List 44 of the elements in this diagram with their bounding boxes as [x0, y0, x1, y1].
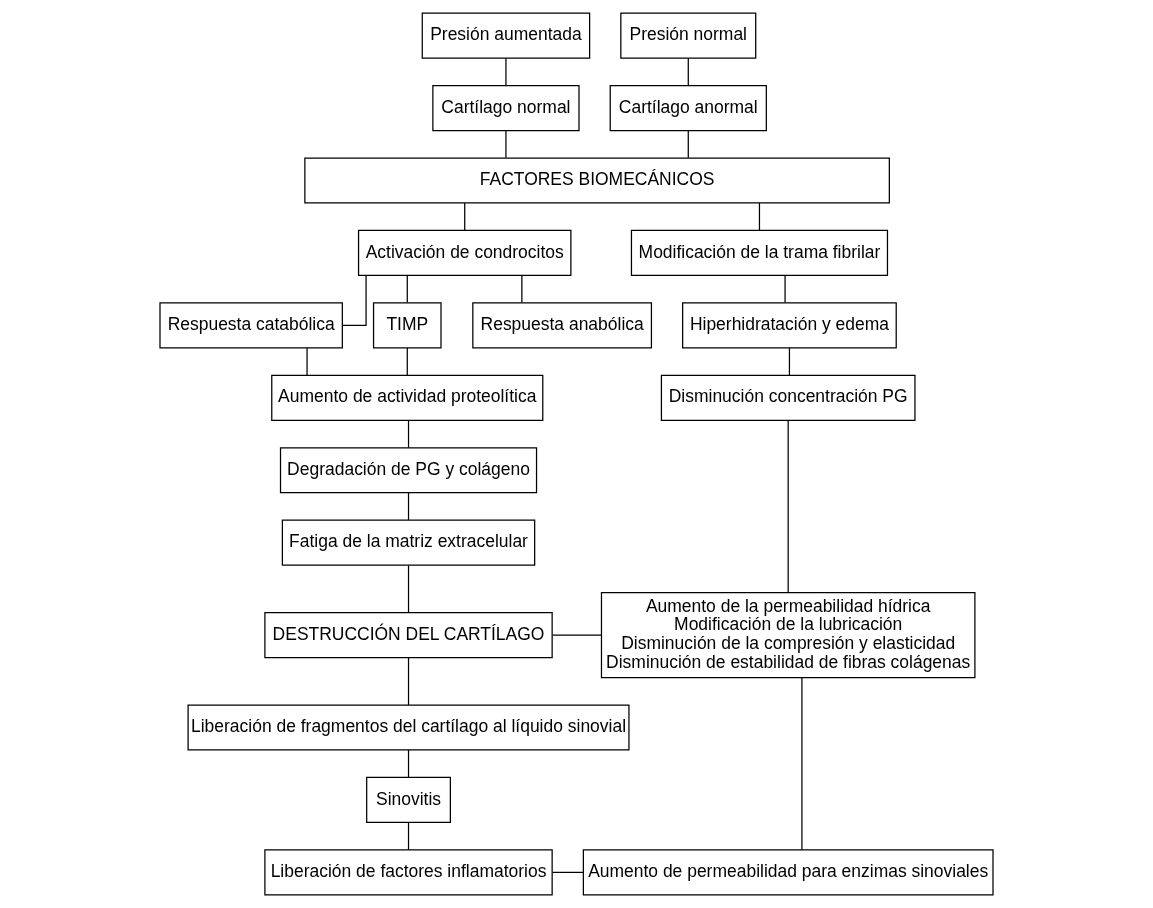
node-box: Hiperhidratación y edema [682, 302, 897, 349]
node-box: Modificación de la trama fibrilar [630, 229, 889, 277]
connector [787, 419, 789, 594]
connector [521, 274, 523, 304]
node-box: TIMP [372, 302, 442, 349]
connector [407, 564, 410, 614]
node-box: Liberación de fragmentos del cartílago al líquido sinovial [187, 704, 630, 751]
connector [406, 274, 408, 304]
node-box: Activación de condrocitos [357, 229, 572, 277]
connector [407, 657, 410, 706]
connector [758, 202, 761, 231]
node-box: Cartílago normal [432, 84, 580, 132]
connector [464, 202, 466, 231]
connector [505, 129, 507, 159]
connector [687, 57, 689, 86]
connector [306, 347, 308, 376]
connector [687, 129, 689, 159]
connector [407, 419, 410, 449]
connector [784, 274, 786, 304]
connector [551, 634, 602, 636]
node-box: DESTRUCCIÓN DEL CARTÍLAGO [264, 612, 553, 659]
connector [788, 347, 791, 376]
connector [801, 677, 803, 851]
node-box: Respuesta catabólica [159, 302, 343, 349]
node-box: Degradación de PG y colágeno [279, 447, 538, 494]
node-box: Aumento de permeabilidad para enzimas sinoviales [582, 849, 994, 896]
connector [407, 492, 410, 521]
node-box: Presión aumentada [421, 12, 591, 59]
node-box: Aumento de actividad proteolítica [271, 374, 544, 421]
connector [505, 57, 507, 86]
node-box: Aumento de la permeabilidad hídrica Modificación de la lubricación Disminución de la compresión y elasticidad Disminución de estabilidad de fibras colágenas [600, 592, 976, 679]
node-box: Presión normal [620, 12, 757, 59]
node-box: Respuesta anabólica [472, 302, 653, 349]
node-box: FACTORES BIOMECÁNICOS [304, 157, 890, 204]
connector [551, 871, 584, 873]
node-box: Liberación de factores inflamatorios [264, 849, 553, 896]
node-box: Disminución concentración PG [660, 374, 916, 421]
node-box: Fatiga de la matriz extracelular [281, 519, 536, 566]
node-box: Cartílago anormal [609, 84, 767, 132]
connector [407, 749, 410, 778]
connector [342, 274, 367, 326]
connector [407, 821, 410, 851]
connector [406, 347, 408, 376]
node-box: Sinovitis [366, 776, 451, 824]
